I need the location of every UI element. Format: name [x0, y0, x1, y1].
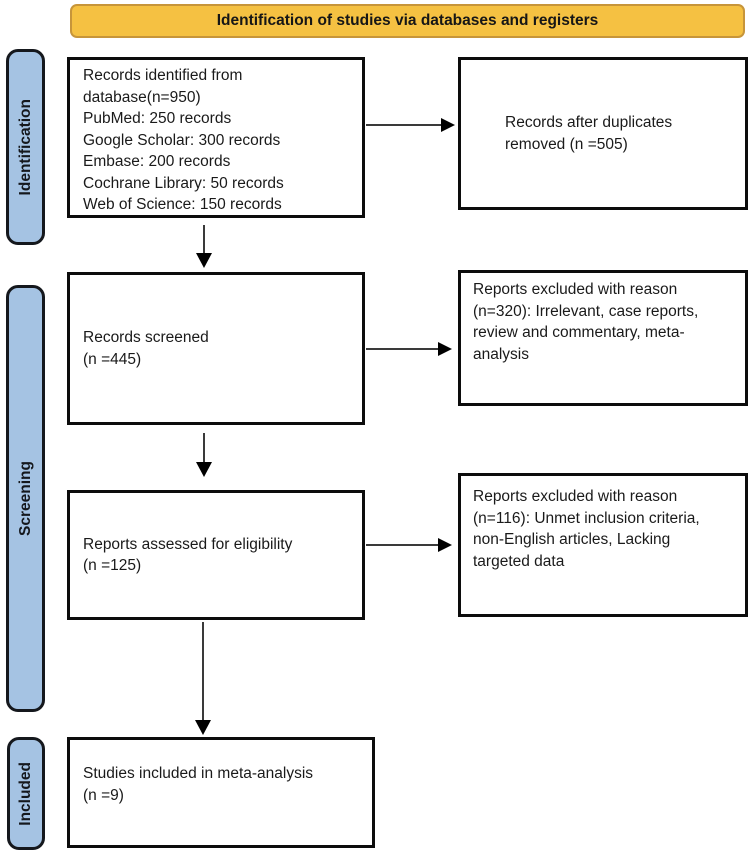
node-duplicates-removed: Records after duplicates removed (n =505) [458, 57, 748, 210]
node-text-line: Records identified from [83, 67, 243, 84]
node-text-line: Google Scholar: 300 records [83, 131, 281, 149]
node-text-line: Embase: 200 records [83, 153, 231, 170]
arrow-shaft [203, 433, 205, 463]
node-text-line: Records after duplicates [505, 114, 673, 131]
node-text-line: (n =125) [83, 557, 142, 574]
arrow-right-icon [441, 118, 455, 132]
node-text-line: PubMed: 250 records [83, 110, 232, 127]
node-text-line: analysis [473, 345, 529, 363]
stage-screening: Screening [6, 285, 45, 712]
node-records-screened: Records screened (n =445) [67, 272, 365, 425]
node-text-line: Cochrane Library: 50 records [83, 174, 284, 192]
node-text-line: Records screened [83, 329, 209, 346]
stage-screening-label: Screening [16, 461, 34, 536]
stage-identification: Identification [6, 49, 45, 245]
node-text-line: non-English articles, Lacking [473, 531, 671, 548]
node-text-line: removed (n =505) [505, 135, 628, 153]
arrow-right-icon [438, 342, 452, 356]
node-text-line: database(n=950) [83, 88, 201, 106]
arrow-down-icon [195, 720, 211, 735]
arrow-shaft [366, 544, 439, 546]
node-text-line: Studies included in meta-analysis [83, 765, 314, 782]
banner-title: Identification of studies via databases … [70, 4, 745, 38]
node-included-studies: Studies included in meta-analysis (n =9) [67, 737, 375, 848]
node-excluded-eligibility: Reports excluded with reason (n=116): Unm… [458, 473, 748, 617]
node-text-line: (n=116): Unmet inclusion criteria, [473, 509, 700, 527]
node-assessed-eligibility: Reports assessed for eligibility (n =125) [67, 490, 365, 620]
arrow-identified-to-duplicates [366, 118, 455, 132]
node-excluded-screening: Reports excluded with reason (n=320): Irr… [458, 270, 748, 406]
arrow-screened-to-assessed [196, 433, 212, 477]
arrow-shaft [366, 124, 442, 126]
arrow-assessed-to-excluded [366, 538, 452, 552]
node-text-line: (n=320): Irrelevant, case reports, [473, 302, 699, 320]
arrow-right-icon [438, 538, 452, 552]
stage-included: Included [7, 737, 45, 850]
node-records-identified: Records identified from database(n=950) Pu… [67, 57, 365, 218]
node-text-line: Reports assessed for eligibility [83, 535, 293, 553]
arrow-assessed-to-included [195, 622, 211, 735]
stage-identification-label: Identification [16, 98, 34, 196]
node-text-line: (n =9) [83, 786, 124, 804]
node-text-line: targeted data [473, 552, 565, 570]
arrow-identified-to-screened [196, 225, 212, 268]
arrow-down-icon [196, 462, 212, 477]
node-text-line: (n =445) [83, 350, 142, 368]
stage-included-label: Included [17, 761, 34, 826]
arrow-screened-to-excluded [366, 342, 452, 356]
node-text-line: Reports excluded with reason [473, 281, 678, 298]
node-text-line: Web of Science: 150 records [83, 196, 282, 213]
arrow-shaft [202, 622, 204, 721]
node-text-line: Reports excluded with reason [473, 488, 678, 505]
arrow-shaft [366, 348, 439, 350]
arrow-down-icon [196, 253, 212, 268]
arrow-shaft [203, 225, 205, 254]
node-text-line: review and commentary, meta- [473, 324, 685, 341]
